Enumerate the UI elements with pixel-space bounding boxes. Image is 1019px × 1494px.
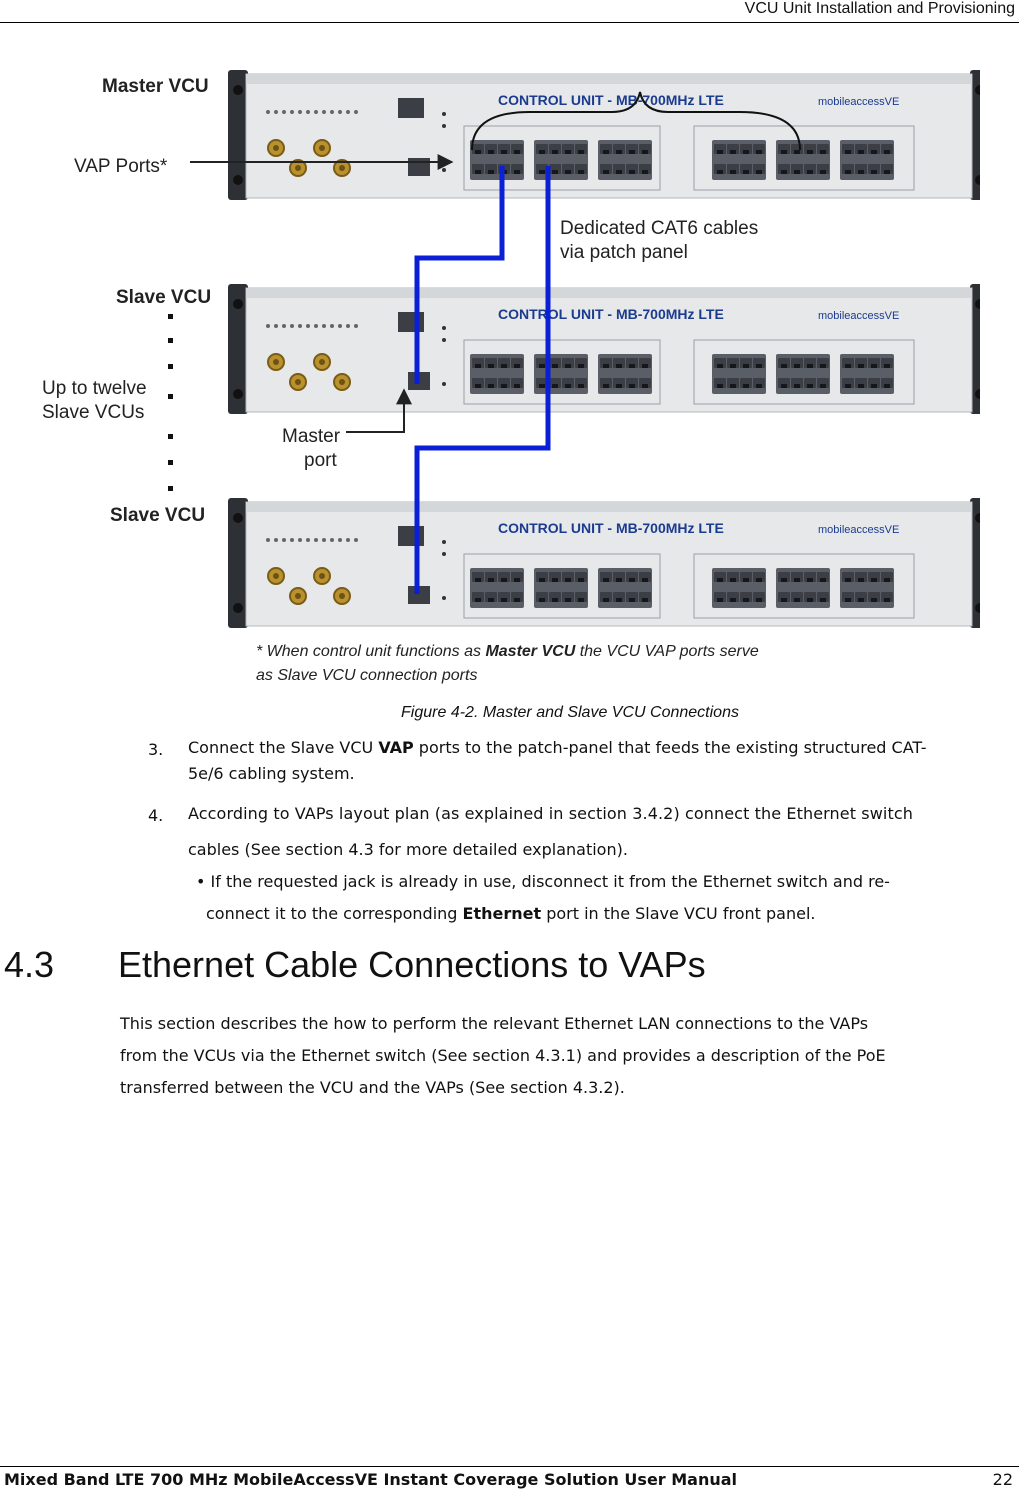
vap-bracket [471,91,801,151]
unit-title: CONTROL UNIT - MB-700MHz LTE [498,92,724,108]
figure-labels: Master VCU VAP Ports* Dedicated CAT6 cab… [42,76,759,684]
figure-footnote-line-1: * When control unit functions as Master … [256,643,759,660]
continuation-dots [168,314,173,491]
master-vcu-label: Master VCU [102,76,209,97]
section-body-line-1: This section describes the how to perfor… [120,1014,869,1033]
master-port-label-2: port [304,450,337,471]
figure-caption: Figure 4-2. Master and Slave VCU Connect… [401,704,739,721]
step-3-text: Connect the Slave VCU VAP ports to the p… [188,738,927,757]
footer-manual-title: Mixed Band LTE 700 MHz MobileAccessVE In… [4,1470,738,1489]
footer-rule [0,1466,1019,1467]
cable-to-slave-1 [414,166,505,384]
slave-vcu-unit-1: CONTROL UNIT - MB-700MHz LTE mobileacces… [228,284,980,414]
vap-ports-label: VAP Ports* [74,156,168,177]
step-4-text-line-2: cables (See section 4.3 for more detaile… [188,840,628,859]
slave-vcu-label-2: Slave VCU [110,505,205,526]
cable-to-slave-2 [414,166,551,594]
section-heading: 4.3 Ethernet Cable Connections to VAPs [4,944,706,986]
vcu-connections-figure: CONTROL UNIT - MB-700MHz LTE mobileacces… [42,62,980,684]
section-number: 4.3 [4,944,55,985]
section-body-line-2: from the VCUs via the Ethernet switch (S… [120,1046,886,1065]
step-4-text: According to VAPs layout plan (as explai… [188,804,913,823]
header-title: VCU Unit Installation and Provisioning [744,0,1015,17]
brand-logo: mobileaccessVE [818,96,899,108]
slave-vcu-unit-2: CONTROL UNIT - MB-700MHz LTE mobileacces… [228,498,980,628]
unit-title: CONTROL UNIT - MB-700MHz LTE [498,306,724,322]
header-rule [0,22,1019,23]
bullet-text-line-2: connect it to the corresponding Ethernet… [206,904,816,923]
up-to-twelve-label-2: Slave VCUs [42,402,144,423]
brand-logo: mobileaccessVE [818,310,899,322]
dedicated-cables-label-2: via patch panel [560,242,688,263]
page-number: 22 [992,1470,1013,1489]
master-port-label-1: Master [282,426,341,447]
section-title: Ethernet Cable Connections to VAPs [118,944,706,985]
up-to-twelve-label-1: Up to twelve [42,378,147,399]
unit-title: CONTROL UNIT - MB-700MHz LTE [498,520,724,536]
step-4-number: 4. [148,806,164,825]
figure-footnote-line-2: as Slave VCU connection ports [256,667,477,684]
brand-logo: mobileaccessVE [818,524,899,536]
section-body-line-3: transferred between the VCU and the VAPs… [120,1078,625,1097]
step-3-number: 3. [148,740,164,759]
dedicated-cables-label-1: Dedicated CAT6 cables [560,218,758,239]
slave-vcu-label-1: Slave VCU [116,287,211,308]
master-port-arrow [346,388,412,433]
bullet-text-line-1: • If the requested jack is already in us… [196,872,890,891]
step-3-text-line-2: 5e/6 cabling system. [188,764,355,783]
master-vcu-unit: CONTROL UNIT - MB-700MHz LTE mobileacces… [228,70,980,200]
